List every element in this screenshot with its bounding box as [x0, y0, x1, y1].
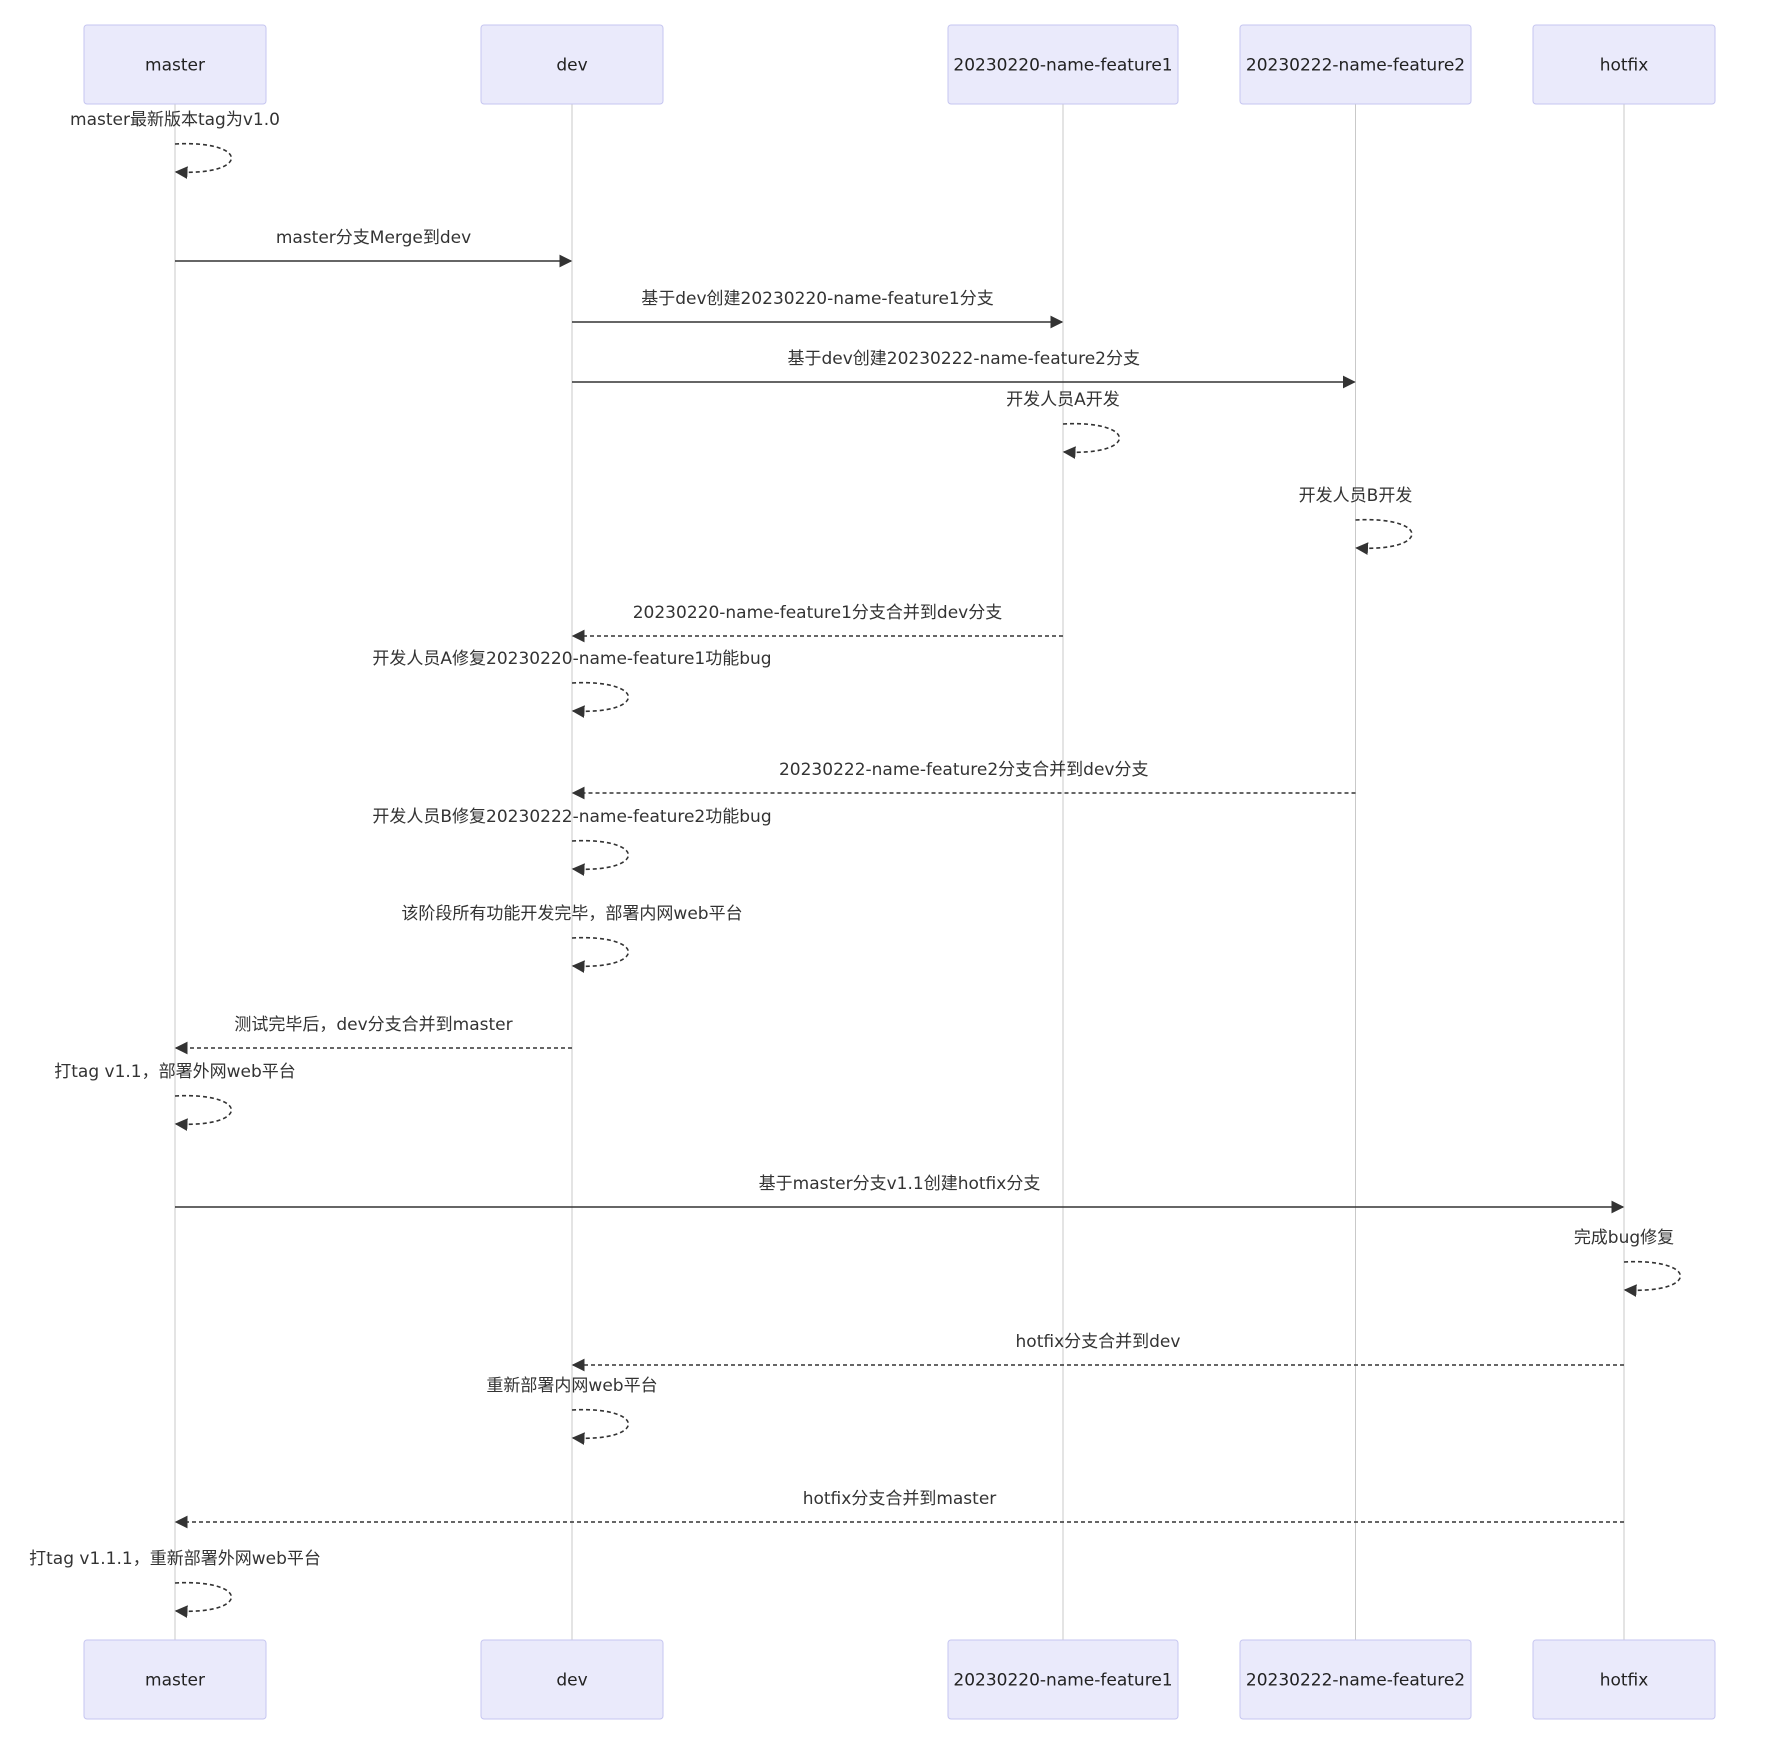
- actor-box: [83, 24, 267, 105]
- lifelines: [174, 104, 1625, 1640]
- actor-label: master: [145, 56, 205, 76]
- self-loop-arrow: [174, 1581, 233, 1619]
- actor-box: [947, 1639, 1179, 1720]
- message-label: hotfix分支合并到master: [803, 1489, 997, 1509]
- message-label: 开发人员B开发: [1299, 486, 1413, 506]
- actor-dev-top: dev: [480, 24, 664, 105]
- message: 开发人员A开发: [1006, 390, 1121, 460]
- message-label: 打tag v1.1，部署外网web平台: [54, 1062, 296, 1082]
- actor-dev-bottom: dev: [480, 1639, 664, 1720]
- message-label: 完成bug修复: [1574, 1228, 1674, 1248]
- actor-box: [1532, 24, 1716, 105]
- self-loop-arrow: [1062, 422, 1121, 460]
- actor-label: 20230222-name-feature2: [1246, 1671, 1465, 1691]
- message-label: 测试完毕后，dev分支合并到master: [234, 1015, 512, 1035]
- actor-hotfix-top: hotfix: [1532, 24, 1716, 105]
- actor-label: 20230220-name-feature1: [953, 1671, 1172, 1691]
- actor-label: dev: [556, 1671, 587, 1691]
- actor-master-top: master: [83, 24, 267, 105]
- self-loop-arrow: [1355, 518, 1413, 556]
- message: 打tag v1.1，部署外网web平台: [54, 1062, 296, 1132]
- message: 测试完毕后，dev分支合并到master: [174, 1015, 572, 1055]
- message: master最新版本tag为v1.0: [70, 110, 280, 180]
- message-label: 基于master分支v1.1创建hotfix分支: [759, 1174, 1041, 1194]
- message-label: 重新部署内网web平台: [486, 1376, 657, 1396]
- message: 基于dev创建20230222-name-feature2分支: [572, 349, 1356, 389]
- message: 20230220-name-feature1分支合并到dev分支: [571, 603, 1063, 643]
- self-loop-arrow: [571, 839, 630, 877]
- message: 该阶段所有功能开发完毕，部署内网web平台: [401, 904, 743, 974]
- message: 打tag v1.1.1，重新部署外网web平台: [29, 1549, 321, 1619]
- message: master分支Merge到dev: [175, 228, 573, 268]
- message: hotfix分支合并到master: [174, 1489, 1624, 1529]
- message: 开发人员B开发: [1299, 486, 1413, 556]
- actor-box: [480, 1639, 664, 1720]
- actor-label: hotfix: [1600, 1671, 1649, 1691]
- self-loop-arrow: [571, 1408, 630, 1446]
- actor-f1-bottom: 20230220-name-feature1: [947, 1639, 1179, 1720]
- actor-box: [1239, 1639, 1472, 1720]
- self-loop-arrow: [571, 681, 630, 719]
- message-label: 20230220-name-feature1分支合并到dev分支: [633, 603, 1003, 623]
- actor-label: 20230220-name-feature1: [953, 56, 1172, 76]
- actor-box: [947, 24, 1179, 105]
- actor-box: [1532, 1639, 1716, 1720]
- actor-box: [83, 1639, 267, 1720]
- self-loop-arrow: [174, 1094, 233, 1132]
- message-label: 20230222-name-feature2分支合并到dev分支: [779, 760, 1149, 780]
- actor-label: hotfix: [1600, 56, 1649, 76]
- message: hotfix分支合并到dev: [571, 1332, 1624, 1372]
- message: 基于master分支v1.1创建hotfix分支: [175, 1174, 1625, 1214]
- message-label: master分支Merge到dev: [276, 228, 471, 248]
- message-label: 开发人员A修复20230220-name-feature1功能bug: [372, 649, 771, 669]
- messages: master最新版本tag为v1.0 master分支Merge到dev 基于dev…: [29, 110, 1682, 1619]
- message-label: 开发人员B修复20230222-name-feature2功能bug: [372, 807, 771, 827]
- actor-label: dev: [556, 56, 587, 76]
- actor-hotfix-bottom: hotfix: [1532, 1639, 1716, 1720]
- actor-box: [1239, 24, 1472, 105]
- self-loop-arrow: [1623, 1260, 1682, 1298]
- message: 完成bug修复: [1574, 1228, 1682, 1298]
- message: 20230222-name-feature2分支合并到dev分支: [571, 760, 1356, 800]
- actors-top: master dev 20230220-name-feature1 20230222-…: [83, 24, 1716, 105]
- actor-f2-bottom: 20230222-name-feature2: [1239, 1639, 1472, 1720]
- actor-f1-top: 20230220-name-feature1: [947, 24, 1179, 105]
- actor-master-bottom: master: [83, 1639, 267, 1720]
- message-label: 打tag v1.1.1，重新部署外网web平台: [29, 1549, 321, 1569]
- message-label: 基于dev创建20230220-name-feature1分支: [641, 289, 994, 309]
- message-label: 该阶段所有功能开发完毕，部署内网web平台: [401, 904, 742, 924]
- self-loop-arrow: [571, 936, 630, 974]
- actor-f2-top: 20230222-name-feature2: [1239, 24, 1472, 105]
- actors-bottom: master dev 20230220-name-feature1 20230222-…: [83, 1639, 1716, 1720]
- message: 开发人员A修复20230220-name-feature1功能bug: [372, 649, 772, 719]
- message: 开发人员B修复20230222-name-feature2功能bug: [372, 807, 772, 877]
- message-label: hotfix分支合并到dev: [1016, 1332, 1181, 1352]
- self-loop-arrow: [174, 142, 233, 180]
- message-label: 开发人员A开发: [1006, 390, 1120, 410]
- actor-label: master: [145, 1671, 205, 1691]
- message: 基于dev创建20230220-name-feature1分支: [572, 289, 1064, 329]
- message: 重新部署内网web平台: [486, 1376, 658, 1446]
- actor-box: [480, 24, 664, 105]
- message-label: master最新版本tag为v1.0: [70, 110, 280, 130]
- message-label: 基于dev创建20230222-name-feature2分支: [787, 349, 1140, 369]
- actor-label: 20230222-name-feature2: [1246, 56, 1465, 76]
